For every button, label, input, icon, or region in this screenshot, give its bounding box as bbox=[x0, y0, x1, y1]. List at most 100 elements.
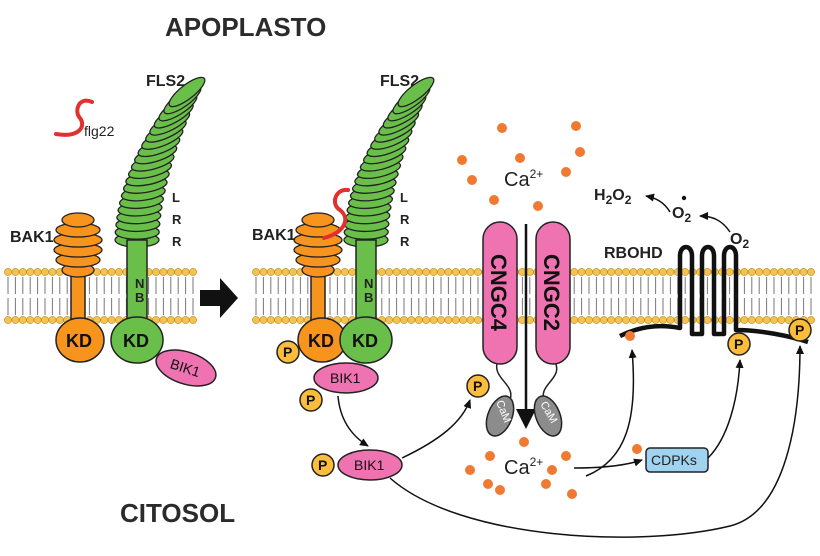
lipid-head bbox=[762, 316, 771, 324]
lipid-head bbox=[770, 268, 778, 276]
calcium-ions bbox=[457, 121, 585, 499]
phosphate-bik1-released bbox=[311, 453, 335, 477]
lipid-head bbox=[622, 316, 630, 324]
lipid-head bbox=[740, 316, 749, 324]
lipid-head bbox=[777, 316, 786, 324]
lipid-head bbox=[281, 268, 290, 276]
fls2-kinase-domain-right bbox=[339, 316, 393, 364]
superoxide-to-h2o2-arrow bbox=[645, 193, 671, 213]
lipid-head bbox=[174, 316, 183, 324]
lipid-head bbox=[599, 268, 608, 276]
nb-n-left: N bbox=[135, 276, 144, 291]
lipid-head bbox=[651, 268, 660, 276]
lipid-head bbox=[451, 268, 460, 276]
lipid-head bbox=[636, 316, 645, 324]
phosphate-cngc-label: P bbox=[473, 378, 482, 394]
lipid-head bbox=[525, 268, 534, 276]
lrr-r1-left: R bbox=[172, 212, 182, 227]
nb-b-left: B bbox=[135, 290, 144, 305]
lipid-head bbox=[444, 268, 453, 276]
lipid-head bbox=[792, 268, 801, 276]
bik1-to-cngc-arrow bbox=[401, 399, 472, 459]
calcium-bound-rbohd bbox=[625, 331, 635, 341]
lipid-head bbox=[181, 316, 190, 324]
h2o2-label: H2O2 bbox=[594, 187, 632, 207]
superoxide-radical-dot bbox=[681, 195, 687, 201]
cdpks-box bbox=[645, 447, 709, 473]
bik1-released bbox=[337, 449, 403, 481]
lipid-head bbox=[807, 268, 815, 276]
lipid-head bbox=[407, 268, 416, 276]
lipid-head bbox=[466, 316, 475, 324]
phosphate-cngc bbox=[466, 374, 490, 398]
lipid-head bbox=[614, 316, 623, 324]
transition-arrow bbox=[200, 278, 238, 318]
fls2-label-right: FLS2 bbox=[380, 73, 419, 90]
lipid-head bbox=[592, 268, 601, 276]
calcium-ion bbox=[465, 465, 475, 475]
lipid-head bbox=[26, 268, 35, 276]
calcium-ion bbox=[571, 121, 581, 131]
lipid-head bbox=[799, 268, 808, 276]
cam-left bbox=[485, 395, 515, 437]
cngc4-label: CNGC4 bbox=[486, 254, 511, 332]
lipid-head bbox=[622, 268, 630, 276]
lipid-head bbox=[333, 268, 342, 276]
calcium-ion bbox=[519, 437, 529, 447]
lipid-head bbox=[400, 268, 408, 276]
lipid-head bbox=[770, 316, 778, 324]
lipid-head bbox=[644, 268, 653, 276]
lipid-head bbox=[166, 316, 175, 324]
cdpks-to-rbohd-arrow bbox=[707, 359, 744, 459]
lipid-head bbox=[474, 268, 482, 276]
lipid-head bbox=[189, 268, 197, 276]
phosphate-rbohd-1 bbox=[727, 332, 751, 356]
bak1-lrr-domain-right bbox=[293, 212, 343, 278]
bik1-release-arrow bbox=[337, 395, 369, 447]
lipid-head bbox=[703, 316, 712, 324]
lipid-head bbox=[400, 316, 408, 324]
lrr-r2-left: R bbox=[172, 234, 182, 249]
fls2-lrr-domain-left bbox=[114, 76, 206, 248]
calcium-to-cdpks-arrow bbox=[573, 458, 643, 469]
calcium-ion bbox=[561, 167, 571, 177]
lipid-head bbox=[651, 316, 660, 324]
lipid-head bbox=[666, 316, 675, 324]
lipid-head bbox=[100, 268, 109, 276]
calcium-to-rbohd-arrow bbox=[585, 349, 637, 477]
calcium-ion bbox=[533, 201, 543, 211]
lipid-head bbox=[107, 316, 116, 324]
lipid-head bbox=[644, 316, 653, 324]
cngc4-subunit bbox=[482, 221, 518, 365]
phosphate-bik1-attached bbox=[299, 388, 323, 412]
calcium-label-inside: Ca2+ bbox=[504, 455, 543, 479]
lipid-head bbox=[592, 316, 601, 324]
phosphate-bik1-released-label: P bbox=[318, 457, 327, 473]
lipid-head bbox=[444, 316, 453, 324]
plasma-membrane-right bbox=[252, 268, 815, 324]
lipid-head bbox=[340, 316, 349, 324]
lipid-head bbox=[4, 268, 12, 276]
calcium-ion bbox=[561, 451, 571, 461]
superoxide-label: O2 bbox=[672, 205, 691, 225]
lipid-head bbox=[762, 268, 771, 276]
lipid-head bbox=[252, 268, 260, 276]
lipid-head bbox=[570, 268, 579, 276]
lipid-head bbox=[159, 268, 168, 276]
nb-n-right: N bbox=[364, 276, 373, 291]
bak1-kinase-domain-left bbox=[55, 317, 105, 363]
lipid-head bbox=[725, 316, 734, 324]
fls2-lrr-domain-right bbox=[343, 76, 435, 248]
lipid-head bbox=[570, 316, 579, 324]
lipid-head bbox=[414, 268, 423, 276]
phosphate-bak1 bbox=[276, 340, 300, 364]
flg22-label: flg22 bbox=[84, 123, 115, 139]
lipid-head bbox=[607, 268, 616, 276]
lipid-head bbox=[48, 316, 57, 324]
phosphate-rbohd-1-label: P bbox=[734, 336, 743, 352]
lipid-head bbox=[41, 268, 49, 276]
lipid-head bbox=[18, 316, 27, 324]
lipid-head bbox=[777, 268, 786, 276]
lipid-head bbox=[189, 316, 197, 324]
calcium-ion bbox=[497, 123, 507, 133]
